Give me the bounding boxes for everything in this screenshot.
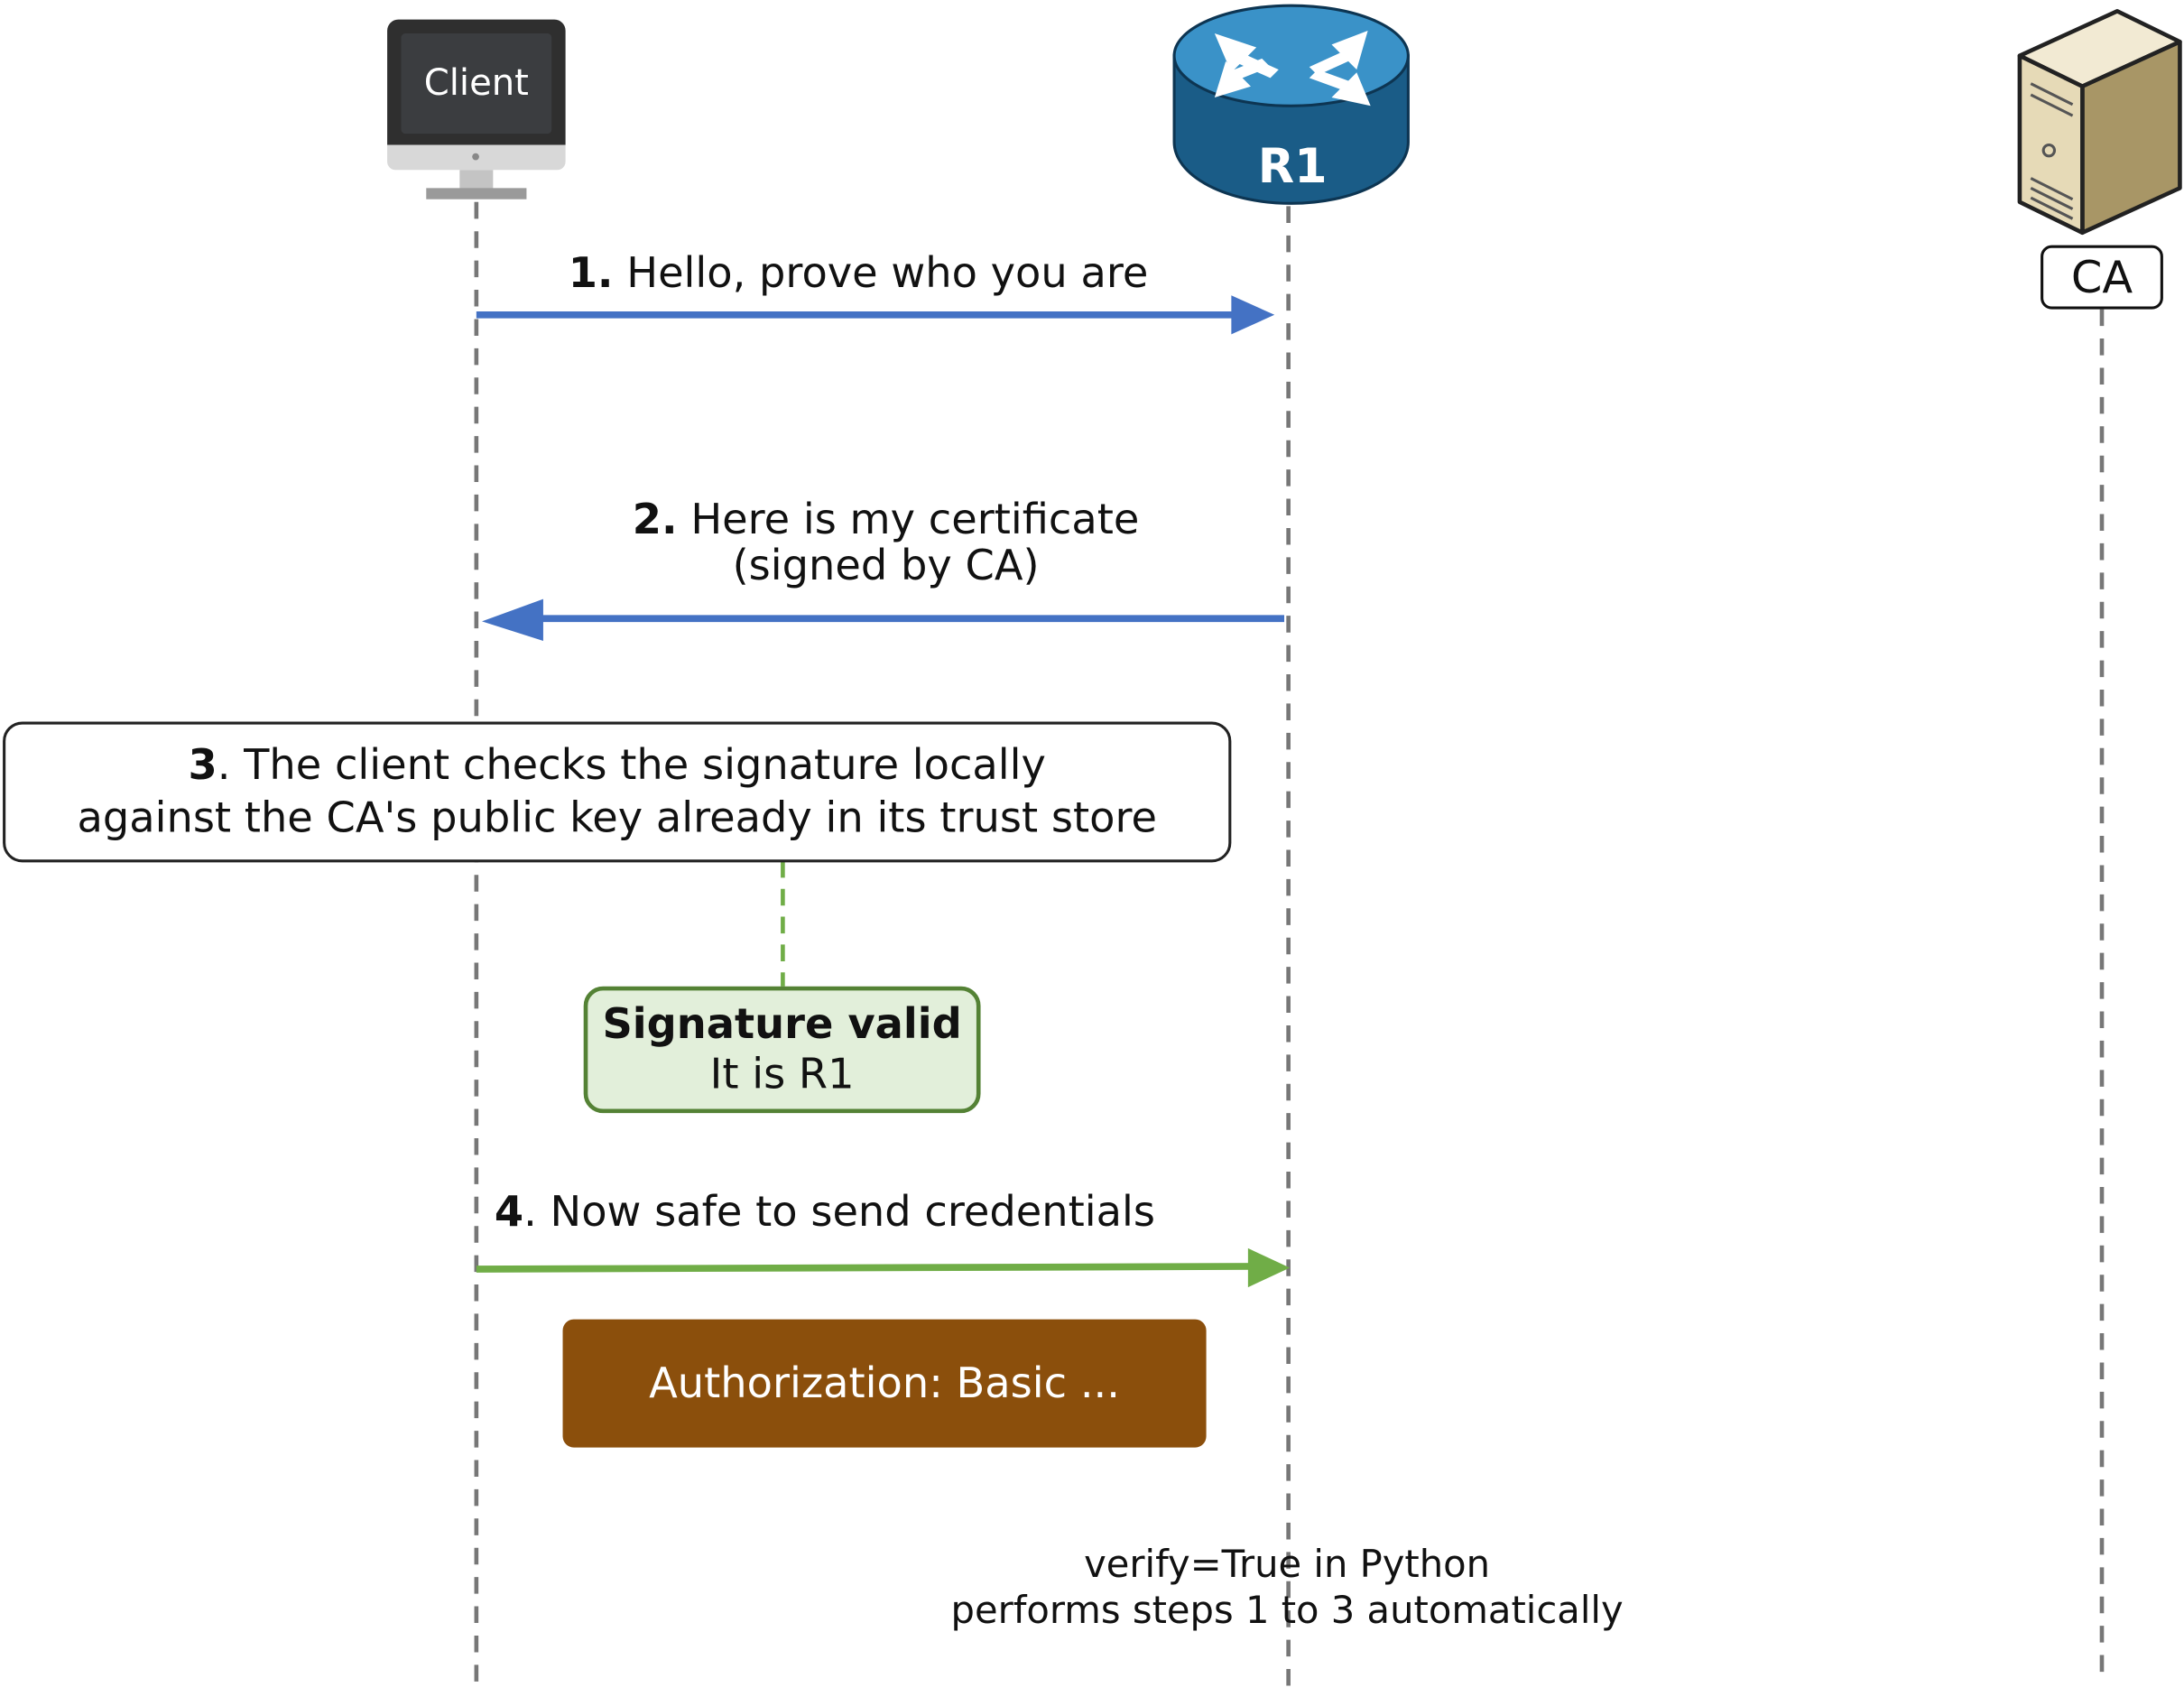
message-4-text: . Now safe to send credentials: [523, 1188, 1155, 1238]
message-1-label: 1. Hello, prove who you are: [569, 251, 1149, 297]
message-2-number: 2.: [632, 496, 678, 545]
message-3-line2: against the CA's public key already in i…: [77, 793, 1157, 842]
authorization-header-box: Authorization: Basic ...: [562, 1319, 1207, 1448]
router-icon: [1172, 4, 1410, 205]
signature-valid-box: Signature valid It is R1: [583, 986, 981, 1114]
footnote: verify=True in Python performs steps 1 t…: [939, 1544, 1635, 1636]
step-3-box: 3. The client checks the signature local…: [3, 721, 1232, 863]
arrow-4-line: [476, 1263, 1254, 1273]
message-2-line2: (signed by CA): [732, 542, 1040, 591]
message-1-number: 1.: [568, 249, 614, 299]
message-1-text: Hello, prove who you are: [613, 249, 1149, 299]
message-2-label: 2. Here is my certificate (signed by CA): [607, 497, 1164, 589]
arrow-2-head: [482, 598, 543, 641]
message-3-line1: . The client checks the signature locall…: [217, 741, 1046, 791]
client-label: Client: [401, 33, 552, 134]
signature-valid-title: Signature valid: [602, 999, 962, 1049]
ca-label: CA: [2041, 245, 2163, 310]
signature-valid-subtitle: It is R1: [709, 1049, 855, 1099]
message-2-line1: Here is my certificate: [677, 496, 1140, 545]
arrow-4-head: [1247, 1247, 1291, 1288]
router-label: R1: [1257, 139, 1328, 196]
arrow-1-head: [1231, 295, 1275, 335]
footnote-line2: performs steps 1 to 3 automatically: [950, 1589, 1624, 1633]
message-4-label: 4. Now safe to send credentials: [495, 1190, 1155, 1236]
message-3-number: 3: [188, 741, 217, 791]
server-icon: [2017, 9, 2182, 236]
authorization-header-text: Authorization: Basic ...: [649, 1358, 1121, 1408]
message-4-number: 4: [494, 1188, 524, 1238]
footnote-line1: verify=True in Python: [1084, 1544, 1491, 1587]
